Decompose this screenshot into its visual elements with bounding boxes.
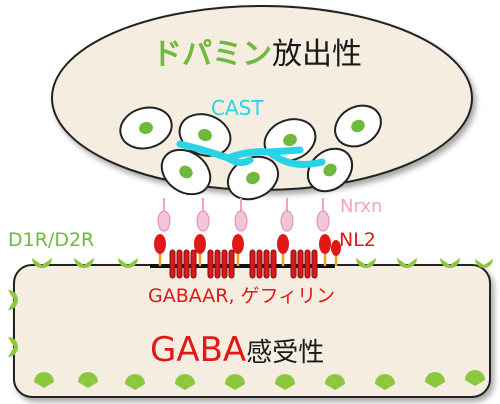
- nl2-molecule: [154, 234, 166, 266]
- cast-label: CAST: [211, 96, 264, 120]
- dopamine-receptor: [325, 374, 345, 390]
- dopamine-receptor: [225, 374, 245, 390]
- nrxn-molecule: [157, 198, 171, 232]
- nl2-molecule: [331, 240, 341, 266]
- postsynaptic-title-highlight: GABA: [150, 330, 247, 370]
- cast-scaffold: [176, 140, 326, 168]
- nl2-molecule: [277, 234, 289, 266]
- gabaar-label: GABAAR, ゲフィリン: [148, 285, 336, 307]
- nrxn-molecule: [316, 198, 330, 232]
- presynaptic-title: ドパミン放出性: [152, 40, 362, 70]
- nl2-molecule: [232, 234, 244, 266]
- dopamine-receptor: [78, 372, 98, 388]
- nl2-group: [154, 234, 341, 266]
- dopamine-receptor: [397, 258, 417, 268]
- dopamine-receptor: [118, 258, 138, 268]
- vesicle: [160, 148, 212, 196]
- nrxn-group: [157, 198, 330, 232]
- nl2-molecule: [194, 234, 206, 266]
- vesicle: [226, 155, 280, 201]
- nrxn-molecule: [234, 198, 248, 232]
- nrxn-label: Nrxn: [340, 196, 383, 217]
- dopamine-receptor: [175, 374, 195, 390]
- dopamine-receptor: [34, 372, 54, 388]
- dopamine-receptor: [275, 374, 295, 390]
- nrxn-molecule: [280, 198, 294, 232]
- dopamine-receptor: [8, 337, 18, 357]
- dopamine-receptor: [32, 258, 52, 268]
- receptor-label: D1R/D2R: [8, 229, 95, 251]
- dopamine-receptor: [8, 290, 18, 310]
- dopamine-receptor: [440, 258, 460, 268]
- vesicle: [334, 104, 382, 148]
- dopamine-receptor: [356, 258, 376, 268]
- dopamine-receptor: [475, 259, 493, 268]
- dopamine-receptor: [425, 372, 445, 388]
- dopamine-receptor: [375, 374, 395, 390]
- dopamine-receptor-group: [8, 258, 493, 390]
- nrxn-molecule: [196, 198, 210, 232]
- presynaptic-title-rest: 放出性: [272, 37, 362, 72]
- nl2-molecule: [319, 234, 331, 266]
- dopamine-receptor: [125, 374, 145, 390]
- presynaptic-title-highlight: ドパミン: [152, 37, 272, 72]
- postsynaptic-title: GABA感受性: [150, 333, 324, 367]
- dopamine-receptor: [74, 258, 94, 268]
- gabaar-cluster-left: [169, 249, 235, 279]
- nl2-label: NL2: [339, 229, 376, 251]
- dopamine-receptor: [465, 370, 485, 386]
- vesicle: [119, 106, 173, 150]
- postsynaptic-title-rest: 感受性: [246, 338, 325, 368]
- gabaar-cluster-right: [249, 249, 318, 279]
